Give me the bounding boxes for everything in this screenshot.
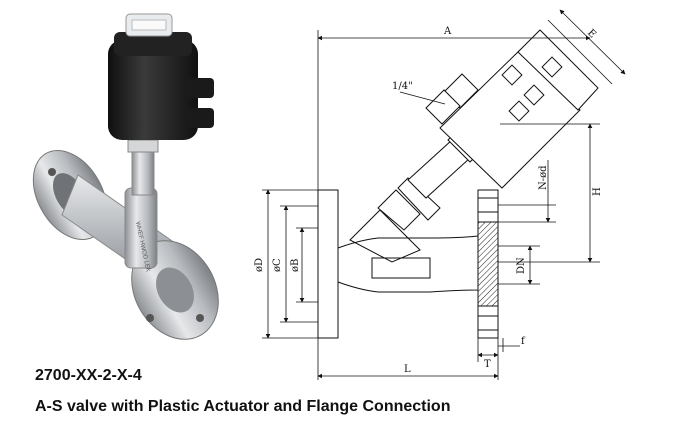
dim-label-t: T	[484, 359, 491, 370]
dim-label-l: L	[404, 364, 411, 375]
dim-label-a: A	[443, 26, 452, 37]
dim-label-port: 1/4"	[392, 81, 413, 92]
lock-nut	[127, 139, 159, 153]
right-flange-section	[477, 221, 499, 307]
drawing-body	[337, 235, 479, 293]
dim-label-diameter-b: øB	[290, 259, 301, 272]
actuator	[108, 13, 214, 140]
dim-label-h: H	[592, 187, 603, 196]
dim-label-e: E	[585, 28, 598, 41]
model-number: 2700-XX-2-X-4	[35, 367, 142, 384]
dim-label-dn: DN	[516, 257, 527, 274]
drawing-bonnet	[349, 209, 421, 263]
product-description: A-S valve with Plastic Actuator and Flan…	[35, 398, 451, 415]
dim-label-bolt-holes: N-ød	[538, 165, 549, 190]
valve-photo: WHEF HWOD LEK	[32, 13, 219, 340]
dim-label-diameter-d: øD	[254, 258, 265, 272]
dim-label-diameter-c: øC	[272, 258, 283, 272]
technical-drawing: A E H 1/4" N-ød øD øC øB DN f T L	[254, 9, 626, 380]
dim-label-f: f	[521, 336, 526, 347]
drawing-left-flange	[317, 189, 339, 339]
drawing-actuator	[439, 49, 581, 189]
stem	[131, 149, 155, 196]
